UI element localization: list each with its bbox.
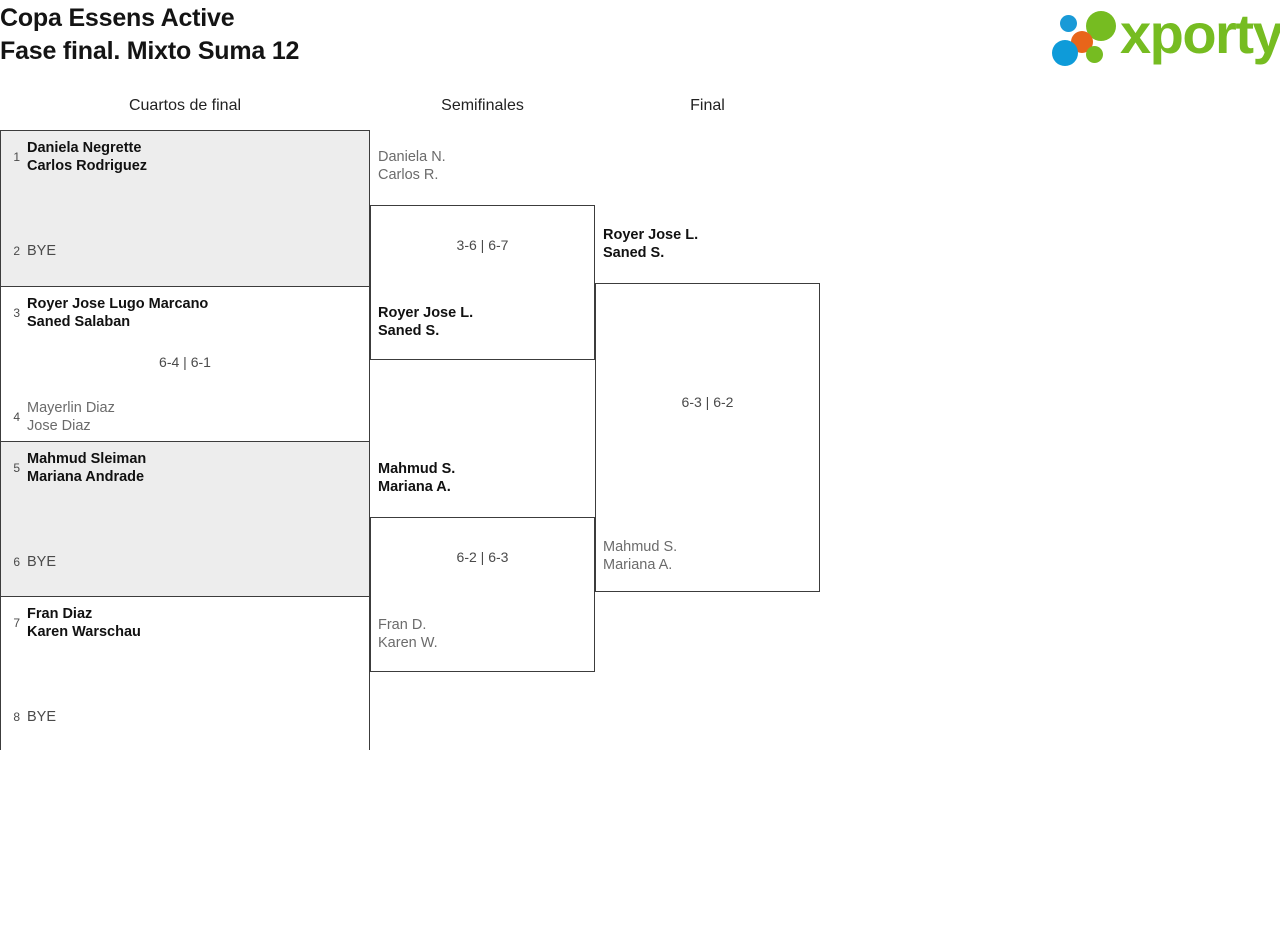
qf-match-2-bottom-competitor[interactable]: 4 Mayerlin Diaz Jose Diaz (9, 399, 115, 435)
player-name-1: Royer Jose Lugo Marcano (27, 296, 209, 312)
sf-match-1[interactable]: 3-6 | 6-7 (370, 205, 595, 360)
page-title: Copa Essens Active Fase final. Mixto Sum… (0, 2, 299, 68)
player-name-2: Carlos Rodriguez (27, 158, 148, 174)
player-name-1: Mayerlin Diaz (27, 400, 115, 416)
sf-match-1-bottom-competitor[interactable]: Royer Jose L. Saned S. (378, 304, 473, 340)
final-score: 6-3 | 6-2 (681, 394, 734, 410)
player-name-2: Mariana Andrade (27, 469, 145, 485)
seed-number: 1 (13, 150, 20, 164)
qf-match-2-score: 6-4 | 6-1 (159, 354, 211, 370)
seed-number: 4 (13, 410, 20, 424)
sf-match-1-top-competitor[interactable]: Daniela N. Carlos R. (378, 148, 446, 184)
xporty-logo[interactable]: xporty (1044, 2, 1280, 68)
page-header: Copa Essens Active Fase final. Mixto Sum… (0, 0, 1280, 76)
player-name-2: Karen Warschau (27, 624, 141, 640)
player-name-1: Daniela Negrette (27, 140, 142, 156)
sf-match-2-bottom-competitor[interactable]: Fran D. Karen W. (378, 616, 438, 652)
qf-match-2-top-competitor[interactable]: 3 Royer Jose Lugo Marcano Saned Salaban (9, 295, 208, 331)
qf-match-4-bottom-competitor[interactable]: 8 BYE (9, 709, 56, 725)
seed-number: 5 (13, 461, 20, 475)
competitor-names: Fran Diaz Karen Warschau (27, 605, 141, 641)
player-name-1: Fran D. (378, 617, 427, 633)
player-name-2: Mariana A. (603, 557, 673, 573)
logo-dot-green-small (1086, 46, 1103, 63)
seed-number: 2 (13, 244, 20, 258)
tournament-name: Copa Essens Active (0, 4, 235, 32)
competitor-names: Mayerlin Diaz Jose Diaz (27, 399, 115, 435)
qf-match-1[interactable]: 1 Daniela Negrette Carlos Rodriguez 2 BY… (1, 131, 369, 286)
logo-dots-icon (1050, 10, 1124, 66)
player-name-2: Saned S. (378, 323, 440, 339)
sf-match-1-score: 3-6 | 6-7 (456, 237, 509, 253)
sf-match-2-score: 6-2 | 6-3 (456, 549, 509, 565)
logo-dot-blue-small (1060, 15, 1077, 32)
competitor-names: Mahmud Sleiman Mariana Andrade (27, 450, 146, 486)
player-name-1: Mahmud Sleiman (27, 451, 147, 467)
player-name-2: Jose Diaz (27, 418, 91, 434)
tournament-phase: Fase final. Mixto Suma 12 (0, 37, 300, 65)
player-name-1: Daniela N. (378, 149, 446, 165)
seed-number: 6 (13, 555, 20, 569)
qf-match-4[interactable]: 7 Fran Diaz Karen Warschau 8 BYE (1, 596, 369, 751)
player-name-1: Mahmud S. (378, 461, 456, 477)
player-name-1: Royer Jose L. (378, 305, 474, 321)
bye-label: BYE (27, 709, 57, 725)
seed-number: 7 (13, 616, 20, 630)
player-name-1: Royer Jose L. (603, 227, 699, 243)
player-name-2: Karen W. (378, 635, 438, 651)
final-bottom-competitor[interactable]: Mahmud S. Mariana A. (603, 538, 677, 574)
qf-match-3[interactable]: 5 Mahmud Sleiman Mariana Andrade 6 BYE (1, 441, 369, 596)
competitor-names: Daniela Negrette Carlos Rodriguez (27, 139, 147, 175)
qf-match-1-top-competitor[interactable]: 1 Daniela Negrette Carlos Rodriguez (9, 139, 147, 175)
sf-match-2[interactable]: 6-2 | 6-3 (370, 517, 595, 672)
bye-label: BYE (27, 554, 57, 570)
sf-match-2-top-competitor[interactable]: Mahmud S. Mariana A. (378, 460, 455, 496)
player-name-2: Carlos R. (378, 167, 439, 183)
player-name-1: Mahmud S. (603, 539, 678, 555)
qf-match-1-bottom-competitor[interactable]: 2 BYE (9, 243, 56, 259)
player-name-2: Mariana A. (378, 479, 451, 495)
qf-match-3-top-competitor[interactable]: 5 Mahmud Sleiman Mariana Andrade (9, 450, 146, 486)
final-match[interactable]: 6-3 | 6-2 (595, 283, 820, 592)
competitor-names: Royer Jose Lugo Marcano Saned Salaban (27, 295, 208, 331)
logo-wordmark: xporty (1120, 2, 1280, 65)
round-header-semifinals: Semifinales (441, 97, 524, 114)
qf-match-4-top-competitor[interactable]: 7 Fran Diaz Karen Warschau (9, 605, 141, 641)
seed-number: 8 (13, 710, 20, 724)
player-name-2: Saned Salaban (27, 314, 131, 330)
qf-match-2[interactable]: 3 Royer Jose Lugo Marcano Saned Salaban … (1, 286, 369, 441)
final-top-competitor[interactable]: Royer Jose L. Saned S. (603, 226, 698, 262)
quarterfinals-column: 1 Daniela Negrette Carlos Rodriguez 2 BY… (0, 130, 370, 751)
player-name-1: Fran Diaz (27, 606, 93, 622)
round-header-quarterfinals: Cuartos de final (128, 97, 242, 114)
player-name-2: Saned S. (603, 245, 665, 261)
round-header-final: Final (690, 97, 725, 114)
bye-label: BYE (27, 243, 57, 259)
seed-number: 3 (13, 306, 20, 320)
qf-match-3-bottom-competitor[interactable]: 6 BYE (9, 554, 56, 570)
logo-dot-blue-large (1052, 40, 1078, 66)
